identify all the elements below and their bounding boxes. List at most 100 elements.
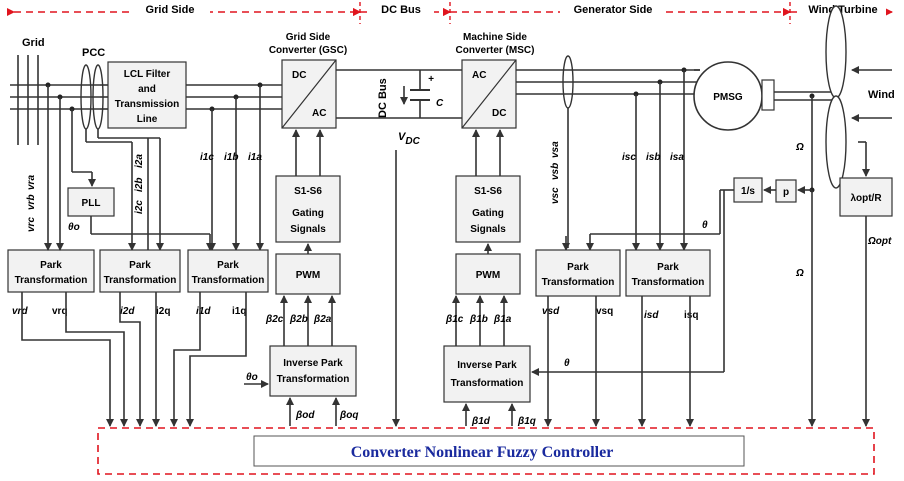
section-wind-turbine: Wind Turbine	[808, 4, 877, 16]
park-block-2	[99, 249, 181, 293]
signal-i1d: i1d	[196, 306, 211, 317]
dc-bus: DC Bus + C VDC	[377, 69, 462, 147]
inverse-park-blocks: Inverse Park Transformation β2c β2b β2a …	[244, 150, 536, 427]
pwm-gsc-block	[275, 253, 341, 295]
lcl-filter-line2: and	[138, 84, 156, 95]
pll-label: PLL	[82, 198, 101, 209]
gating-gsc-line2: Gating	[292, 208, 324, 219]
signal-i2q: i2q	[156, 306, 170, 317]
signal-vrd: vrd	[12, 306, 28, 317]
gsc-title-line1: Grid Side	[286, 32, 331, 43]
park4-line1: Park	[567, 262, 589, 273]
lambda-label: λopt/R	[850, 193, 882, 204]
section-headers: Grid Side DC Bus Generator Side Wind Tur…	[7, 1, 893, 24]
turbine-blade-top	[825, 5, 847, 99]
signal-beta1a: β1a	[493, 314, 512, 325]
gating-msc-line1: S1-S6	[474, 186, 502, 197]
inverse-park-gsc-block	[269, 345, 357, 397]
signal-beta2c: β2c	[265, 314, 284, 325]
signal-vrb: vrb	[26, 194, 37, 210]
theta-right-label: θ	[702, 220, 708, 231]
park2-line1: Park	[129, 260, 151, 271]
signal-isb: isb	[646, 152, 660, 163]
park-block-1	[7, 249, 95, 293]
section-dc-bus: DC Bus	[381, 4, 421, 16]
signal-i2d: i2d	[120, 306, 135, 317]
signal-i1b: i1b	[224, 152, 238, 163]
grid-side-converter: Grid Side Converter (GSC) DC AC	[269, 32, 420, 176]
machine-side-converter: Machine Side Converter (MSC) AC DC vsa v…	[456, 32, 700, 251]
section-generator-side: Generator Side	[574, 4, 653, 16]
signal-i2a: i2a	[134, 154, 145, 168]
grid-label: Grid	[22, 37, 45, 49]
park5-line2: Transformation	[632, 277, 705, 288]
signal-isa: isa	[670, 152, 684, 163]
signal-beta2a: β2a	[313, 314, 332, 325]
signal-beta-od: βod	[295, 410, 315, 421]
theta-msc-label: θ	[564, 358, 570, 369]
signal-beta1b: β1b	[469, 314, 488, 325]
lcl-filter-line3: Transmission	[115, 99, 179, 110]
park-block-3	[187, 249, 269, 293]
signal-beta2b: β2b	[289, 314, 308, 325]
controller-frame	[97, 427, 875, 475]
signal-i1q: i1q	[232, 306, 246, 317]
signal-i1c: i1c	[200, 152, 214, 163]
gating-msc-line3: Signals	[470, 224, 506, 235]
pwm-msc-block	[455, 253, 521, 295]
grid-pcc: Grid PCC PLL θo	[10, 37, 214, 251]
integrator-block	[733, 177, 763, 203]
cap-plus: +	[428, 74, 434, 85]
theta-o-pll-label: θo	[68, 222, 80, 233]
signal-vrq: vrq	[52, 306, 68, 317]
pole-pairs-block	[775, 179, 797, 203]
wind-label: Wind	[868, 89, 895, 101]
park-blocks: Park Transformation Park Transformation …	[7, 243, 711, 297]
park-block-4	[535, 249, 621, 297]
integrator-label: 1/s	[741, 186, 755, 197]
controller: Converter Nonlinear Fuzzy Controller	[97, 427, 875, 475]
signal-beta1d: β1d	[471, 416, 491, 427]
gsc-dc-label: DC	[292, 70, 306, 81]
inv-park-gsc-line1: Inverse Park	[283, 358, 343, 369]
inv-park-gsc-line2: Transformation	[277, 374, 350, 385]
cap-c-label: C	[436, 98, 444, 109]
gating-msc-line2: Gating	[472, 208, 504, 219]
park4-line2: Transformation	[542, 277, 615, 288]
inverse-park-msc-block	[443, 345, 531, 403]
gsc-ac-label: AC	[312, 108, 326, 119]
signal-beta1c: β1c	[445, 314, 464, 325]
pole-pairs-label: p	[783, 187, 789, 198]
vdc-label: VDC	[398, 131, 421, 147]
omega-mid-label: Ω	[795, 268, 804, 279]
gating-pwm: S1-S6 Gating Signals PWM S1-S6 Gating Si…	[275, 175, 521, 295]
lcl-filter-line4: Line	[137, 114, 158, 125]
controller-title: Converter Nonlinear Fuzzy Controller	[351, 444, 614, 461]
park1-line2: Transformation	[15, 275, 88, 286]
section-grid-side: Grid Side	[146, 4, 195, 16]
omega-top-label: Ω	[795, 142, 804, 153]
dc-bus-label: DC Bus	[377, 78, 389, 118]
signal-isd: isd	[644, 310, 659, 321]
msc-title-line1: Machine Side	[463, 32, 527, 43]
gating-gsc-line3: Signals	[290, 224, 326, 235]
signal-isq: isq	[684, 310, 698, 321]
gating-gsc-block	[275, 175, 341, 243]
signal-i2b: i2b	[134, 178, 145, 192]
signal-vsq: vsq	[596, 306, 613, 317]
park-block-5	[625, 249, 711, 297]
inv-park-msc-line2: Transformation	[451, 378, 524, 389]
pll-block	[67, 187, 115, 217]
pcc-current-wires	[85, 129, 164, 251]
lcl-filter-line1: LCL Filter	[124, 69, 171, 80]
lcl-filter: LCL Filter and Transmission Line i1c i1b…	[100, 61, 282, 251]
signal-isc: isc	[622, 152, 636, 163]
park5-line1: Park	[657, 262, 679, 273]
park3-line2: Transformation	[192, 275, 265, 286]
signal-beta1q: β1q	[517, 416, 536, 427]
pmsg-turbine: PMSG Wind Ω p 1/s θ θ Ω λopt/R Ωopt	[531, 5, 895, 427]
turbine-blade-bottom	[825, 95, 847, 189]
gating-msc-block	[455, 175, 521, 243]
signal-vsa: vsa	[550, 141, 561, 158]
